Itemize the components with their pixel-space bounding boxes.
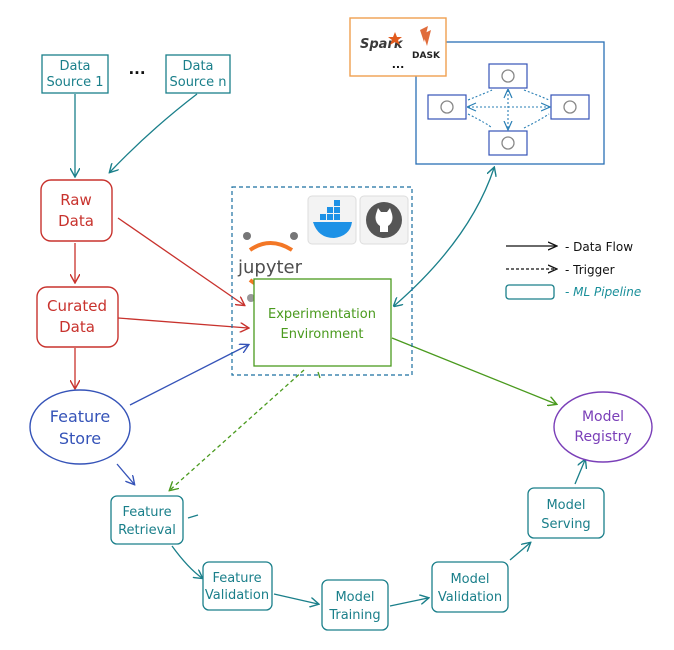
model-registry-ellipse: Model Registry bbox=[553, 391, 653, 463]
arrow-feature-store-to-retrieval bbox=[116, 463, 134, 484]
gear-icon bbox=[501, 136, 515, 150]
compute-cluster: Spark DASK ... bbox=[349, 17, 605, 165]
pipeline-model-serving: Model Serving bbox=[527, 487, 605, 539]
feature-store-line1: Feature bbox=[50, 407, 110, 426]
raw-data-line2: Data bbox=[58, 212, 94, 230]
pipeline-feature-retrieval: Feature Retrieval bbox=[110, 495, 184, 545]
legend: - Data Flow - Trigger - ML Pipeline bbox=[505, 240, 641, 300]
docker-logo bbox=[307, 195, 357, 245]
legend-ml-pipeline-label: - ML Pipeline bbox=[565, 285, 641, 299]
gear-icon bbox=[440, 100, 454, 114]
data-source-n-line1: Data bbox=[182, 59, 213, 74]
gear-icon bbox=[563, 100, 577, 114]
data-source-n: Data Source n bbox=[165, 54, 231, 94]
dask-logo: DASK bbox=[412, 26, 441, 61]
arrow-experimentation-trigger-retrieval bbox=[170, 369, 305, 490]
arrow-training-to-model-validation bbox=[389, 598, 428, 607]
model-serving-line2: Serving bbox=[541, 517, 590, 532]
arrow-serving-to-registry bbox=[574, 460, 585, 485]
worker-node-right bbox=[550, 94, 590, 120]
data-source-1-line2: Source 1 bbox=[46, 75, 103, 90]
feature-validation-line1: Feature bbox=[212, 571, 261, 586]
experimentation-area: jupyter Experimentation Environment bbox=[231, 186, 413, 376]
model-validation-line1: Model bbox=[450, 572, 489, 587]
pipeline-model-validation: Model Validation bbox=[431, 561, 509, 613]
model-training-line2: Training bbox=[328, 608, 380, 623]
arrow-sourcen-to-raw bbox=[110, 93, 198, 172]
feature-store-ellipse: Feature Store bbox=[29, 389, 131, 465]
retrieval-side-tick bbox=[187, 514, 199, 519]
model-serving-line1: Model bbox=[546, 498, 585, 513]
legend-trigger-label: - Trigger bbox=[565, 263, 615, 277]
curated-data-line1: Curated bbox=[47, 297, 107, 315]
arrow-experimentation-to-registry bbox=[391, 337, 556, 404]
arrow-experimentation-to-cluster bbox=[394, 168, 494, 306]
arrow-feature-store-to-experimentation bbox=[129, 345, 248, 406]
curated-data-box: Curated Data bbox=[36, 286, 119, 348]
arrow-validation-to-training bbox=[273, 593, 318, 604]
experimentation-environment-box: Experimentation Environment bbox=[253, 278, 392, 367]
raw-data-box: Raw Data bbox=[40, 179, 113, 242]
arrow-model-validation-to-serving bbox=[509, 543, 530, 561]
feature-retrieval-line1: Feature bbox=[122, 505, 171, 520]
jupyter-label: jupyter bbox=[237, 257, 303, 278]
spark-star-icon bbox=[388, 32, 402, 45]
arrow-raw-to-experimentation bbox=[117, 217, 244, 305]
model-registry-line1: Model bbox=[582, 409, 624, 425]
model-validation-line2: Validation bbox=[438, 590, 502, 605]
data-source-1-line1: Data bbox=[59, 59, 90, 74]
model-training-line1: Model bbox=[335, 590, 374, 605]
data-source-1: Data Source 1 bbox=[41, 54, 109, 94]
flow-arrows bbox=[75, 93, 585, 607]
compute-engines-box bbox=[349, 17, 447, 77]
sources-ellipsis: ... bbox=[128, 60, 145, 78]
worker-node-left bbox=[427, 94, 467, 120]
arrow-curated-to-experimentation bbox=[117, 317, 248, 328]
compute-ellipsis: ... bbox=[392, 58, 405, 71]
spark-logo: Spark bbox=[360, 32, 404, 52]
data-source-n-line2: Source n bbox=[169, 75, 226, 90]
dask-label: DASK bbox=[412, 51, 441, 61]
feature-validation-line2: Validation bbox=[205, 588, 269, 603]
pipeline-feature-validation: Feature Validation bbox=[202, 561, 273, 611]
small-dash-mark bbox=[317, 371, 321, 379]
worker-node-top bbox=[488, 63, 528, 89]
dask-icon bbox=[420, 26, 431, 46]
worker-connections bbox=[468, 90, 549, 129]
worker-node-bottom bbox=[488, 130, 528, 156]
arrow-retrieval-to-validation bbox=[171, 545, 202, 578]
pipeline-model-training: Model Training bbox=[321, 579, 389, 631]
github-logo bbox=[359, 195, 409, 245]
model-registry-line2: Registry bbox=[574, 429, 631, 445]
gear-icon bbox=[501, 69, 515, 83]
experimentation-line2: Environment bbox=[280, 327, 363, 342]
legend-data-flow-label: - Data Flow bbox=[565, 240, 633, 254]
feature-retrieval-line2: Retrieval bbox=[118, 523, 176, 538]
feature-store-line2: Store bbox=[59, 429, 101, 448]
experimentation-line1: Experimentation bbox=[268, 307, 376, 322]
docker-whale-icon bbox=[313, 222, 352, 238]
legend-ml-pipeline-swatch bbox=[505, 284, 555, 300]
curated-data-line2: Data bbox=[59, 318, 95, 336]
raw-data-line1: Raw bbox=[60, 191, 92, 209]
